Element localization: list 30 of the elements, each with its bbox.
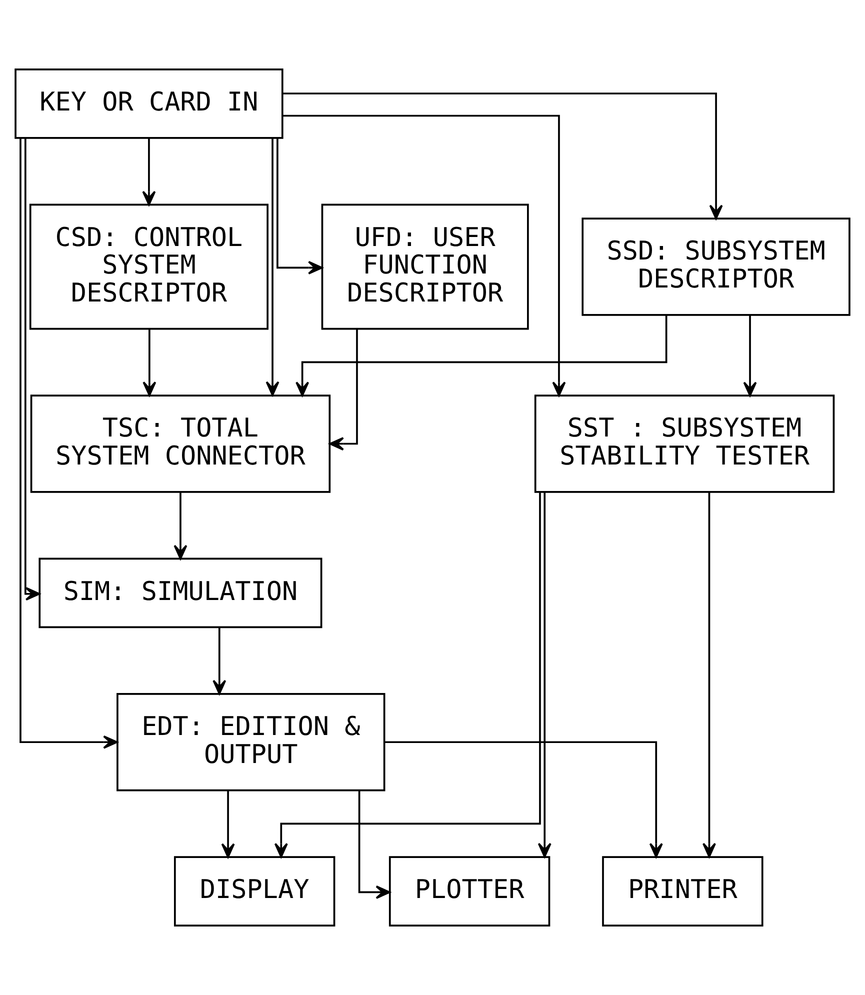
- arrow: [276, 138, 323, 274]
- arrow: [282, 114, 566, 396]
- arrow: [296, 315, 668, 396]
- node-box: KEY OR CARD IN: [14, 68, 284, 139]
- arrow: [702, 492, 716, 858]
- node-box: PRINTER: [602, 856, 764, 927]
- node-box: TSC: TOTAL SYSTEM CONNECTOR: [30, 394, 331, 493]
- arrow: [221, 790, 235, 858]
- arrow: [212, 628, 226, 695]
- arrow: [282, 92, 723, 220]
- node-box: SST : SUBSYSTEM STABILITY TESTER: [534, 394, 835, 493]
- node-box: EDT: EDITION & OUTPUT: [116, 693, 386, 792]
- arrow: [142, 329, 156, 396]
- arrow: [384, 741, 663, 858]
- arrow: [142, 138, 156, 206]
- node-box: UFD: USER FUNCTION DESCRIPTOR: [321, 204, 529, 330]
- node-box: PLOTTER: [388, 856, 550, 927]
- arrow: [743, 315, 757, 396]
- arrow: [358, 790, 390, 899]
- arrow: [266, 138, 280, 396]
- node-box: DISPLAY: [174, 856, 336, 927]
- arrow: [274, 492, 541, 858]
- arrow: [538, 492, 552, 858]
- node-box: SIM: SIMULATION: [38, 558, 322, 628]
- node-box: SSD: SUBSYSTEM DESCRIPTOR: [582, 218, 850, 316]
- arrow: [329, 329, 358, 451]
- arrow: [24, 138, 40, 601]
- node-box: CSD: CONTROL SYSTEM DESCRIPTOR: [29, 204, 268, 330]
- arrow: [20, 138, 118, 749]
- arrow: [174, 492, 188, 560]
